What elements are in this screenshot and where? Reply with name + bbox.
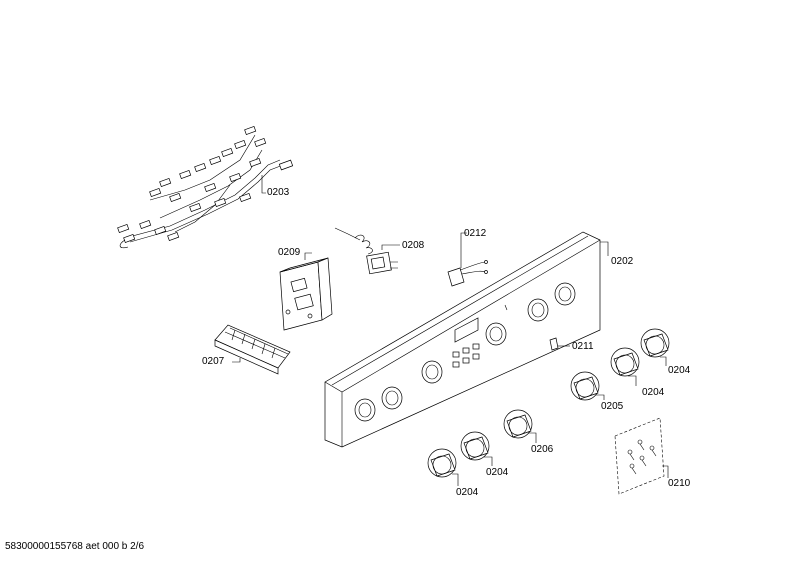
part-label-0211: 0211 bbox=[572, 341, 594, 352]
front-panel-part bbox=[324, 231, 601, 448]
part-label-0206: 0206 bbox=[531, 444, 554, 455]
leader-line-0204-d bbox=[452, 473, 459, 486]
part-label-0207: 0207 bbox=[202, 356, 225, 367]
part-label-0208: 0208 bbox=[402, 240, 425, 251]
part-label-0204-b: 0204 bbox=[642, 387, 665, 398]
screw-set-part bbox=[614, 417, 665, 495]
control-module-part bbox=[279, 257, 333, 331]
control-knob-0206 bbox=[503, 409, 533, 439]
part-label-0204-c: 0204 bbox=[486, 467, 509, 478]
control-knob-0204-c bbox=[460, 431, 490, 461]
leader-line-0208 bbox=[381, 244, 400, 250]
leader-line-0204-b bbox=[628, 375, 637, 386]
part-label-0205: 0205 bbox=[601, 401, 624, 412]
part-label-0204-d: 0204 bbox=[456, 487, 479, 498]
leader-line-0202 bbox=[600, 241, 609, 256]
leader-line-0209 bbox=[304, 252, 312, 260]
part-label-0212: 0212 bbox=[464, 228, 487, 239]
leader-line-0207 bbox=[232, 358, 241, 363]
leader-line-0212 bbox=[460, 232, 467, 268]
switch-part bbox=[447, 260, 488, 287]
control-knob-0204-b bbox=[610, 347, 640, 377]
leader-line-0204-a bbox=[660, 356, 667, 366]
part-label-0210: 0210 bbox=[668, 478, 691, 489]
leader-line-0210 bbox=[662, 465, 669, 478]
part-label-0204-a: 0204 bbox=[668, 365, 691, 376]
leader-line-0203 bbox=[261, 175, 266, 194]
document-footer-code: 58300000155768 aet 000 b 2/6 bbox=[5, 541, 145, 552]
control-knob-0204-d bbox=[427, 448, 457, 478]
small-clip-part bbox=[549, 337, 559, 351]
wiring-harness-part bbox=[117, 125, 294, 249]
part-label-0202: 0202 bbox=[611, 256, 634, 267]
part-label-0209: 0209 bbox=[278, 247, 301, 258]
control-knob-0205 bbox=[570, 371, 600, 401]
terminal-block-part bbox=[214, 324, 291, 375]
leader-line-0205 bbox=[596, 394, 605, 400]
part-label-0203: 0203 bbox=[267, 187, 290, 198]
leader-line-0204-c bbox=[484, 456, 493, 466]
leader-line-0206 bbox=[528, 432, 537, 443]
thermostat-part bbox=[334, 227, 398, 275]
control-knob-0204-a bbox=[640, 328, 670, 358]
